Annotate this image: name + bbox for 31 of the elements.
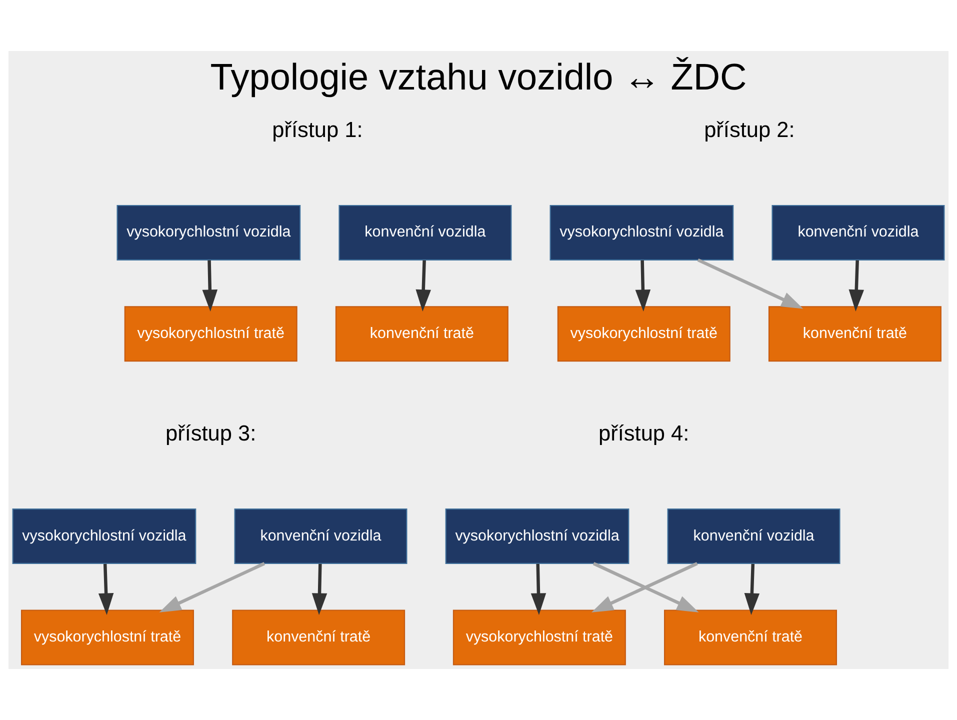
- node-box: vysokorychlostní vozidla: [116, 204, 301, 260]
- arrow: [98, 564, 114, 616]
- node-box: konvenční vozidla: [234, 508, 408, 564]
- node-box: konvenční vozidla: [667, 508, 840, 564]
- node-box: vysokorychlostní tratě: [452, 610, 626, 666]
- node-box: konvenční tratě: [232, 610, 406, 666]
- node-box: konvenční tratě: [664, 610, 837, 666]
- label: přístup 4:: [598, 420, 690, 446]
- node-box: vysokorychlostní vozidla: [445, 508, 630, 564]
- arrow: [744, 564, 760, 616]
- label: přístup 2:: [704, 116, 795, 142]
- arrow: [202, 260, 218, 312]
- node-box: konvenční tratě: [335, 306, 508, 362]
- node-box: konvenční vozidla: [772, 204, 945, 260]
- arrow: [848, 260, 864, 312]
- arrow: [635, 260, 651, 312]
- arrow: [530, 564, 546, 616]
- node-box: vysokorychlostní tratě: [124, 306, 298, 362]
- arrow: [416, 260, 431, 312]
- arrow: [159, 562, 266, 612]
- diagram-title: Typologie vztahu vozidlo ↔ ŽDC: [210, 56, 747, 98]
- node-box: vysokorychlostní vozidla: [12, 508, 196, 564]
- arrow: [312, 564, 328, 616]
- node-box: vysokorychlostní tratě: [20, 610, 194, 666]
- node-box: konvenční vozidla: [338, 204, 512, 260]
- node-box: vysokorychlostní tratě: [557, 306, 730, 362]
- node-box: konvenční tratě: [768, 306, 942, 362]
- label: přístup 3:: [166, 420, 256, 446]
- arrow: [697, 258, 804, 309]
- node-box: vysokorychlostní vozidla: [550, 204, 734, 260]
- label: přístup 1:: [272, 116, 363, 142]
